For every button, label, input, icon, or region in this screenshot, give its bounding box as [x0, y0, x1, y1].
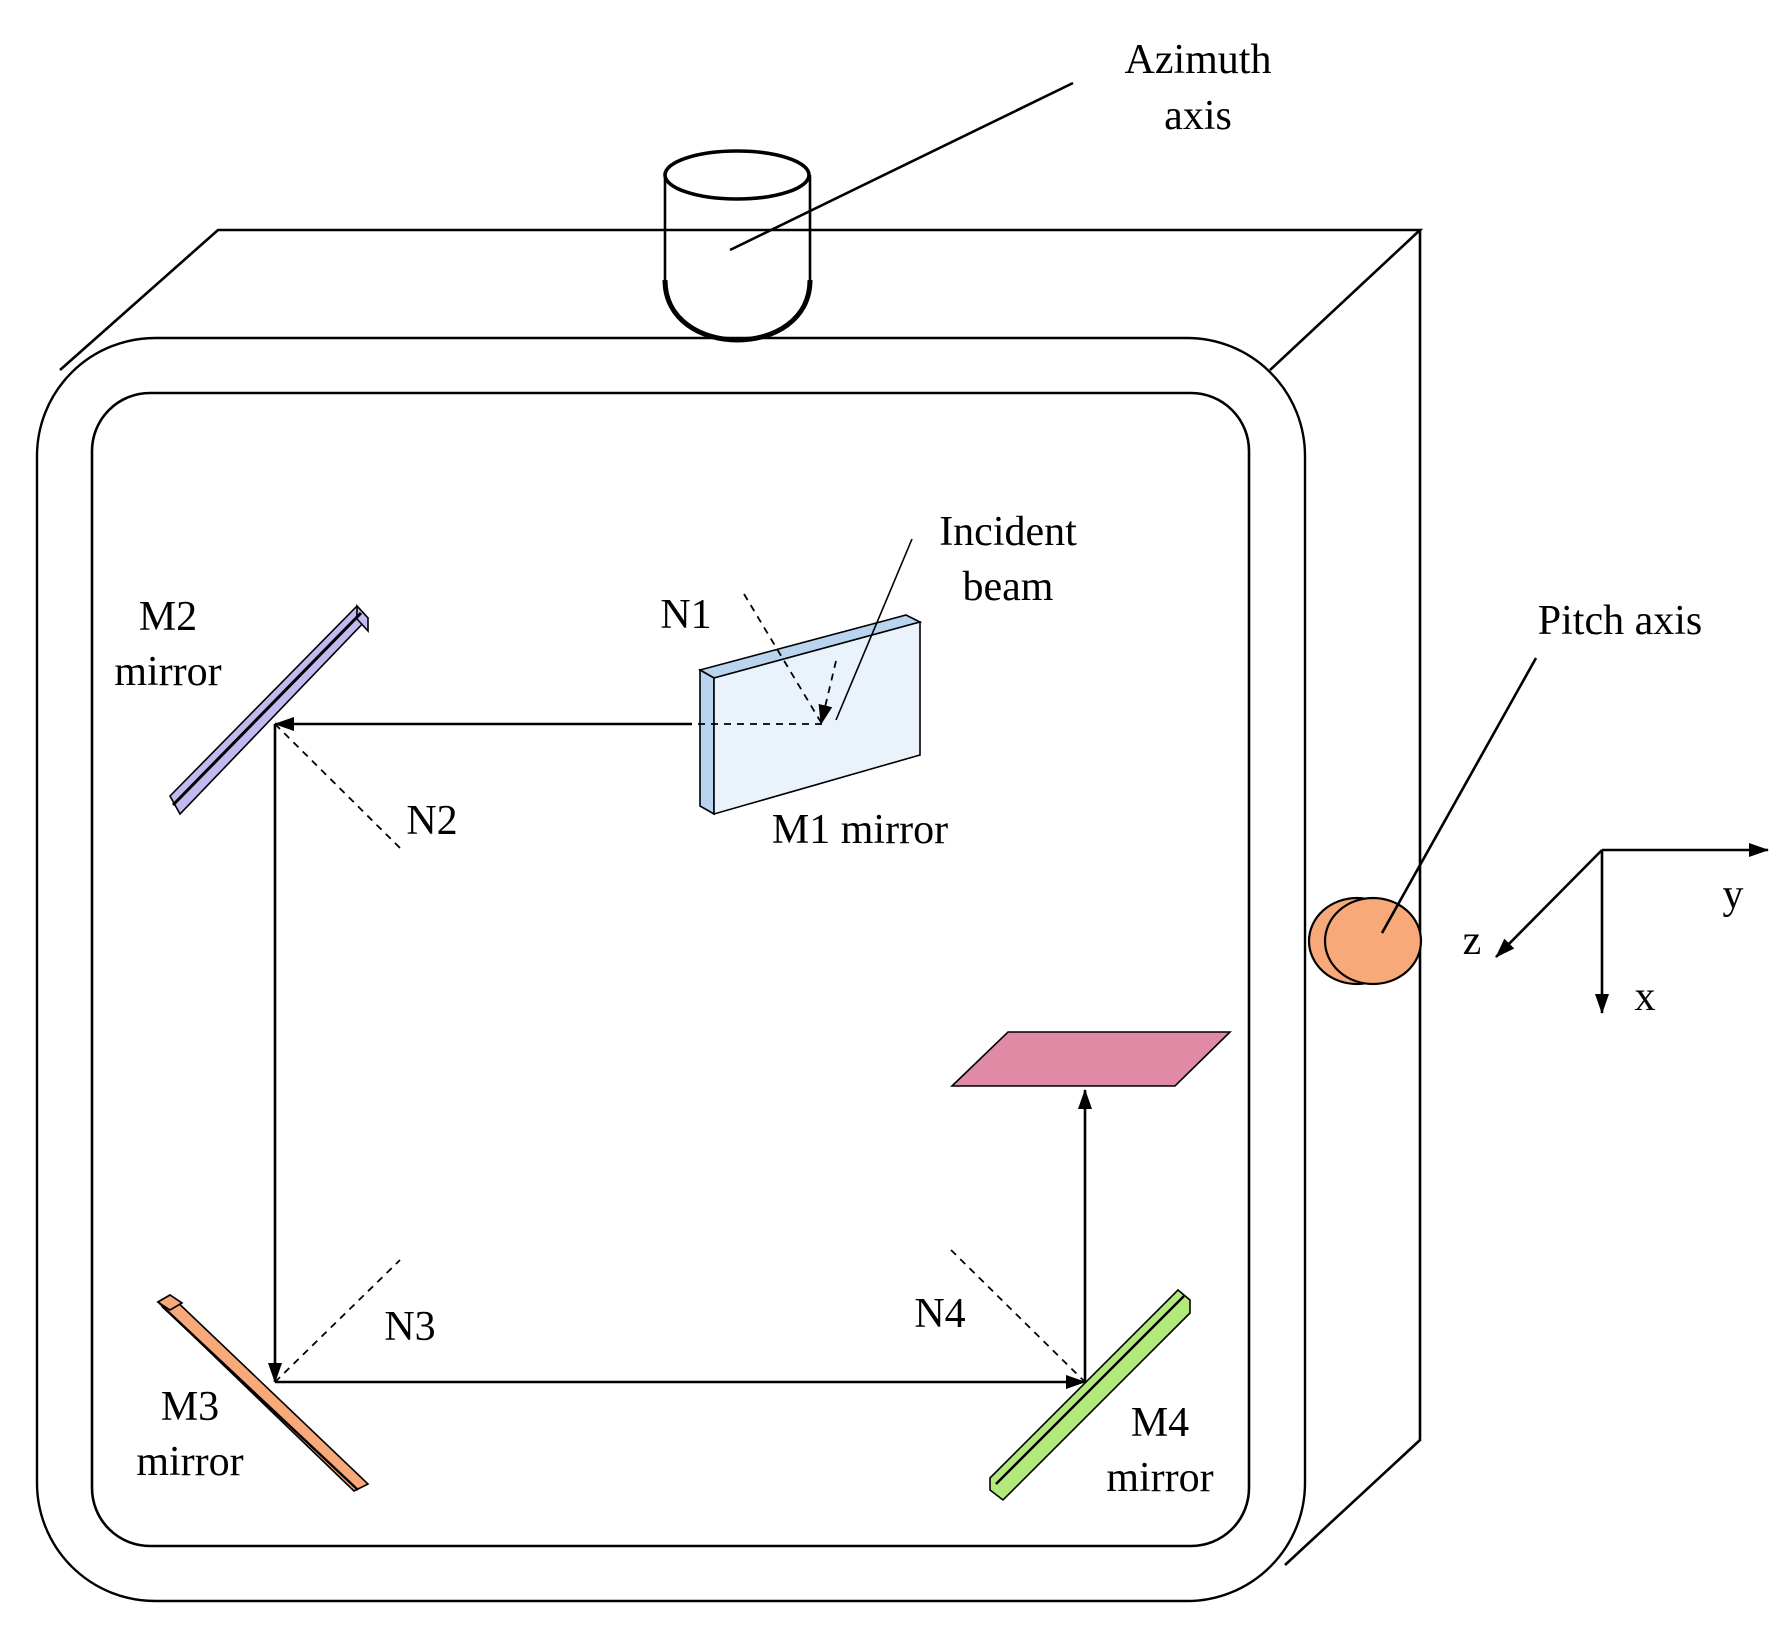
- target-plate: [950, 1031, 1232, 1087]
- m2-label-line1: M2: [139, 594, 197, 640]
- azimuth-leader-line: [729, 81, 1074, 252]
- n1-label: N1: [660, 592, 711, 638]
- n2-label: N2: [406, 798, 457, 844]
- m2-label-line2: mirror: [114, 649, 221, 695]
- n4-label: N4: [914, 1291, 965, 1337]
- incident-leader-line: [835, 538, 913, 721]
- azimuth-axis-cylinder: [662, 149, 813, 343]
- pitch-leader-line: [1380, 657, 1538, 934]
- m4-mirror: [989, 1288, 1191, 1502]
- n4-normal: [950, 1249, 1086, 1383]
- n3-label: N3: [384, 1304, 435, 1350]
- m3-label-line2: mirror: [136, 1439, 243, 1485]
- axis-y-label: y: [1723, 872, 1744, 918]
- pitch-axis-knob: [1307, 896, 1423, 986]
- pitch-axis-label: Pitch axis: [1538, 598, 1703, 644]
- azimuth-label-line1: Azimuth: [1125, 37, 1272, 83]
- axis-z-label: z: [1463, 918, 1482, 964]
- incident-beam-label-line2: beam: [963, 564, 1054, 610]
- incident-beam-arrow: [818, 660, 837, 725]
- azimuth-label-line2: axis: [1164, 93, 1232, 139]
- coordinate-axes: y x z: [1463, 843, 1769, 1020]
- z-axis-arrow: [1495, 849, 1603, 958]
- m3-label-line1: M3: [161, 1384, 219, 1430]
- housing-side-edge: [1284, 230, 1422, 1566]
- outer-frame: [35, 336, 1307, 1603]
- m1-label: M1 mirror: [772, 807, 948, 853]
- m4-label-line1: M4: [1131, 1400, 1189, 1446]
- m1-mirror: [697, 614, 923, 816]
- n3-normal: [274, 1259, 401, 1383]
- housing-top-face: [59, 228, 1424, 371]
- n2-normal: [274, 723, 401, 849]
- axis-x-label: x: [1635, 974, 1656, 1020]
- gimbal-housing: [35, 228, 1424, 1603]
- m2-mirror: [169, 603, 370, 816]
- m4-label-line2: mirror: [1106, 1455, 1213, 1501]
- inner-frame: [90, 391, 1251, 1548]
- m3-mirror: [156, 1294, 370, 1492]
- incident-beam-label-line1: Incident: [939, 509, 1077, 555]
